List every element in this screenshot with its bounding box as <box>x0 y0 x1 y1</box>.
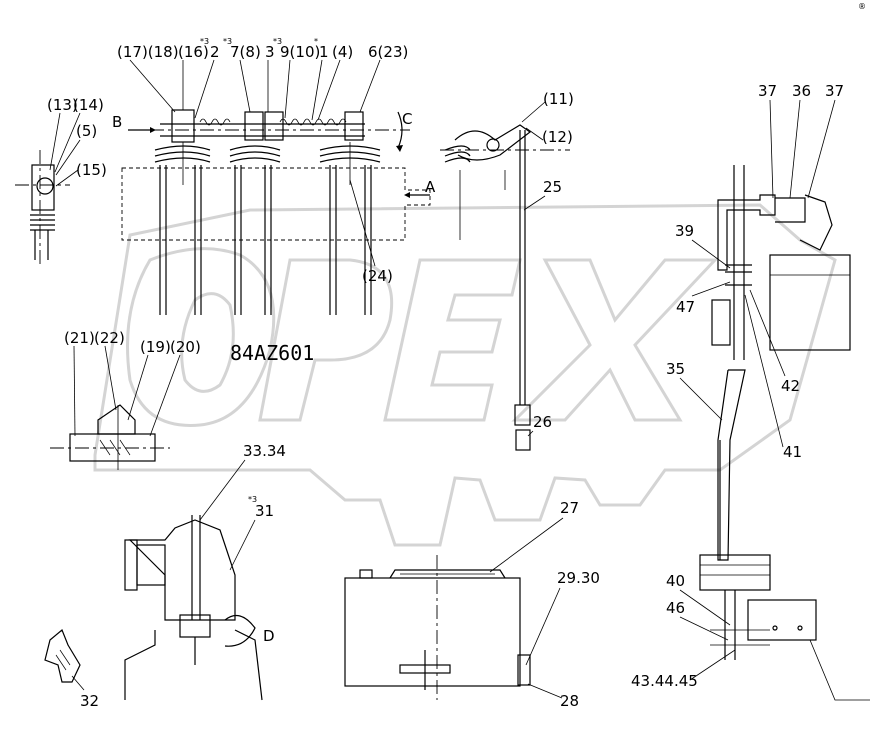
star-mark-5: *3 <box>248 495 257 504</box>
callout-43-44-45: 43.44.45 <box>631 672 698 690</box>
callout-17-18: (17)(18) <box>117 43 179 61</box>
callout-20: (20) <box>170 338 201 356</box>
fitting-detail: (21) (22) (19) (20) <box>50 329 201 470</box>
view-letter-b: B <box>112 113 122 131</box>
oil-pan-detail: 27 29.30 28 <box>344 499 600 710</box>
callout-2: 2 <box>210 43 220 61</box>
part-32-detail: 32 <box>44 629 99 710</box>
side-view-detail: (13) (14) (5) (15) <box>15 96 107 265</box>
callout-15: (15) <box>76 161 107 179</box>
callout-5: (5) <box>76 122 97 140</box>
callout-11: (11) <box>543 90 574 108</box>
callout-35: 35 <box>666 360 685 378</box>
callout-31: 31 <box>255 502 274 520</box>
callout-13: (13) <box>47 96 78 114</box>
housing-detail: 33.34 31 *3 D <box>124 442 286 701</box>
callout-40: 40 <box>666 572 685 590</box>
callout-6-23: 6(23) <box>368 43 408 61</box>
view-letter-c: C <box>402 110 412 128</box>
callout-37-left: 37 <box>758 82 777 100</box>
callout-25: 25 <box>543 178 562 196</box>
callout-36: 36 <box>792 82 811 100</box>
star-mark-1: *3 <box>200 37 209 46</box>
star-mark-3: *3 <box>273 37 282 46</box>
star-mark-4: * <box>314 37 318 46</box>
callout-9-10: 9(10) <box>280 43 320 61</box>
rocker-shaft-assembly <box>121 109 431 315</box>
callout-4: (4) <box>332 43 353 61</box>
callout-21: (21) <box>64 329 95 347</box>
corner-mark: ® <box>858 2 866 11</box>
callout-16: (16) <box>178 43 209 61</box>
right-assembly: 37 36 37 39 47 35 42 41 40 46 43.44.45 <box>631 82 870 701</box>
callout-39: 39 <box>675 222 694 240</box>
callout-46: 46 <box>666 599 685 617</box>
view-letter-a: A <box>425 178 436 196</box>
callout-27: 27 <box>560 499 579 517</box>
callout-32: 32 <box>80 692 99 710</box>
opex-watermark <box>93 203 837 547</box>
callout-12: (12) <box>542 128 573 146</box>
callout-7-8: 7(8) <box>230 43 261 61</box>
callout-1: 1 <box>319 43 329 61</box>
star-mark-2: *3 <box>223 37 232 46</box>
callout-41: 41 <box>783 443 802 461</box>
callout-28: 28 <box>560 692 579 710</box>
callout-47: 47 <box>676 298 695 316</box>
callout-24: (24) <box>362 267 393 285</box>
callout-33-34: 33.34 <box>243 442 286 460</box>
callout-group-top: (17)(18) (16) 2 *3 7(8) *3 3 9(10) *3 1 … <box>117 37 408 121</box>
callout-22: (22) <box>94 329 125 347</box>
callout-29-30: 29.30 <box>557 569 600 587</box>
drawing-code: 84AZ601 <box>230 341 314 365</box>
view-letter-d: D <box>263 627 275 645</box>
callout-19: (19) <box>140 338 171 356</box>
callout-37-right: 37 <box>825 82 844 100</box>
callout-42: 42 <box>781 377 800 395</box>
callout-26: 26 <box>533 413 552 431</box>
callout-14: (14) <box>73 96 104 114</box>
callout-3: 3 <box>265 43 275 61</box>
pushrod-assembly: (11) (12) 25 26 <box>440 90 574 451</box>
